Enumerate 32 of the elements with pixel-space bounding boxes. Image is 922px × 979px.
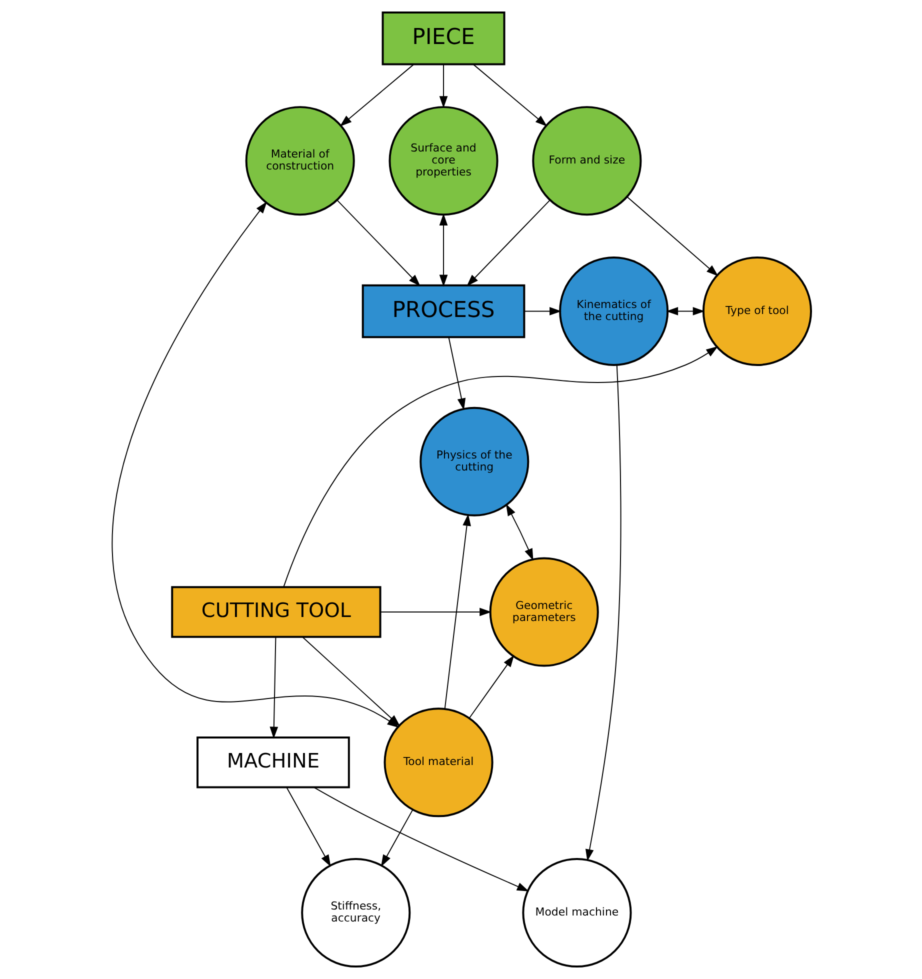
arrow xyxy=(282,346,718,588)
node-box: PROCESS xyxy=(361,284,525,338)
node-circle: Form and size xyxy=(532,106,642,216)
arrow xyxy=(626,196,718,276)
arrow xyxy=(523,307,561,316)
arrow xyxy=(336,200,420,286)
arrow xyxy=(269,636,278,739)
arrow xyxy=(286,787,330,867)
arrow xyxy=(448,336,466,410)
node-box: CUTTING TOOL xyxy=(170,586,381,638)
arrow xyxy=(438,213,448,287)
arrow xyxy=(438,64,448,108)
arrow xyxy=(339,64,414,127)
arrow xyxy=(313,787,528,892)
arrow xyxy=(379,608,492,616)
node-circle: Tool material xyxy=(383,708,493,818)
arrow xyxy=(444,514,470,710)
node-circle: Kinematics of the cutting xyxy=(558,256,668,366)
node-box: MACHINE xyxy=(196,736,350,788)
arrow xyxy=(505,504,533,561)
arrow xyxy=(472,64,547,127)
arrow xyxy=(380,809,413,867)
node-circle: Model machine xyxy=(522,858,632,968)
arrow xyxy=(468,655,514,719)
node-circle: Stiffness, accuracy xyxy=(300,858,410,968)
arrow xyxy=(584,364,621,862)
arrow xyxy=(302,636,400,726)
node-circle: Surface and core properties xyxy=(388,106,498,216)
arrow xyxy=(466,200,550,286)
node-circle: Type of tool xyxy=(702,256,812,366)
arrow xyxy=(666,307,704,316)
node-box: PIECE xyxy=(381,11,505,66)
